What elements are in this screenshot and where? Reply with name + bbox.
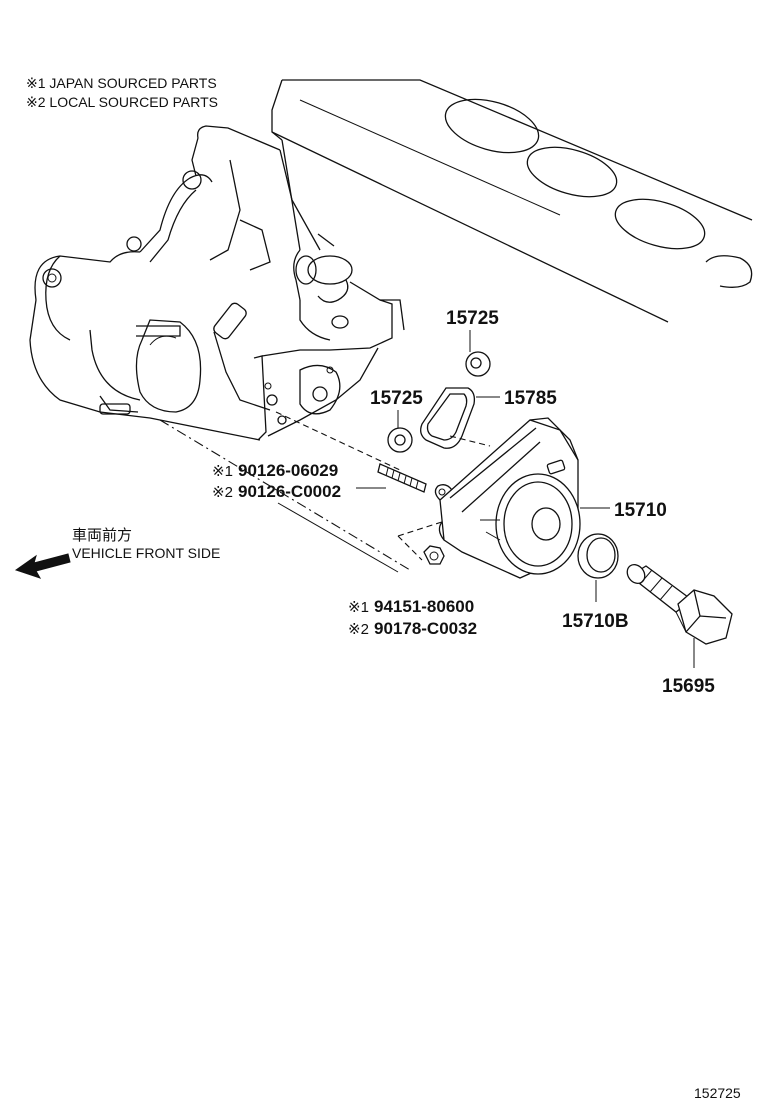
callout-union-bolt: 15695: [662, 676, 715, 697]
cylinder-block-drawing: [271, 79, 753, 323]
nut-part-1: 94151-80600: [374, 597, 474, 616]
vehicle-front-label: VEHICLE FRONT SIDE: [72, 545, 220, 561]
union-bolt-drawing: [626, 563, 733, 645]
nut-drawing: [423, 545, 445, 565]
left-arrow-icon: [14, 553, 71, 579]
callout-o-ring: 15710B: [562, 611, 629, 632]
o-ring-drawing: [577, 533, 619, 579]
nut-mark-2: ※2: [348, 621, 369, 638]
nut-mark-1: ※1: [348, 599, 369, 616]
callout-seal-lower: 15725: [370, 388, 423, 409]
callout-oil-cooler: 15710: [614, 500, 667, 521]
stud-bolt-mark-1: ※1: [212, 463, 233, 480]
vehicle-front-japanese: 車両前方: [72, 527, 132, 544]
callout-gasket: 15785: [504, 388, 557, 409]
nut-part-2: 90178-C0032: [374, 619, 477, 638]
note-local-sourced: ※2 LOCAL SOURCED PARTS: [26, 94, 218, 110]
engine-housing-drawing: [29, 125, 405, 441]
seal-lower-drawing: [387, 427, 413, 453]
gasket-drawing: [420, 387, 476, 449]
oil-cooler-drawing: [434, 417, 581, 579]
leader-lines: [159, 330, 695, 668]
seal-upper-drawing: [465, 351, 491, 377]
stud-bolt-mark-2: ※2: [212, 484, 233, 501]
stud-bolt-part-1: 90126-06029: [238, 461, 338, 480]
callout-seal-upper: 15725: [446, 308, 499, 329]
stud-bolt-part-2: 90126-C0002: [238, 482, 341, 501]
stud-bolt-drawing: [377, 463, 427, 493]
note-japan-sourced: ※1 JAPAN SOURCED PARTS: [26, 75, 217, 91]
figure-number: 152725: [694, 1085, 741, 1101]
